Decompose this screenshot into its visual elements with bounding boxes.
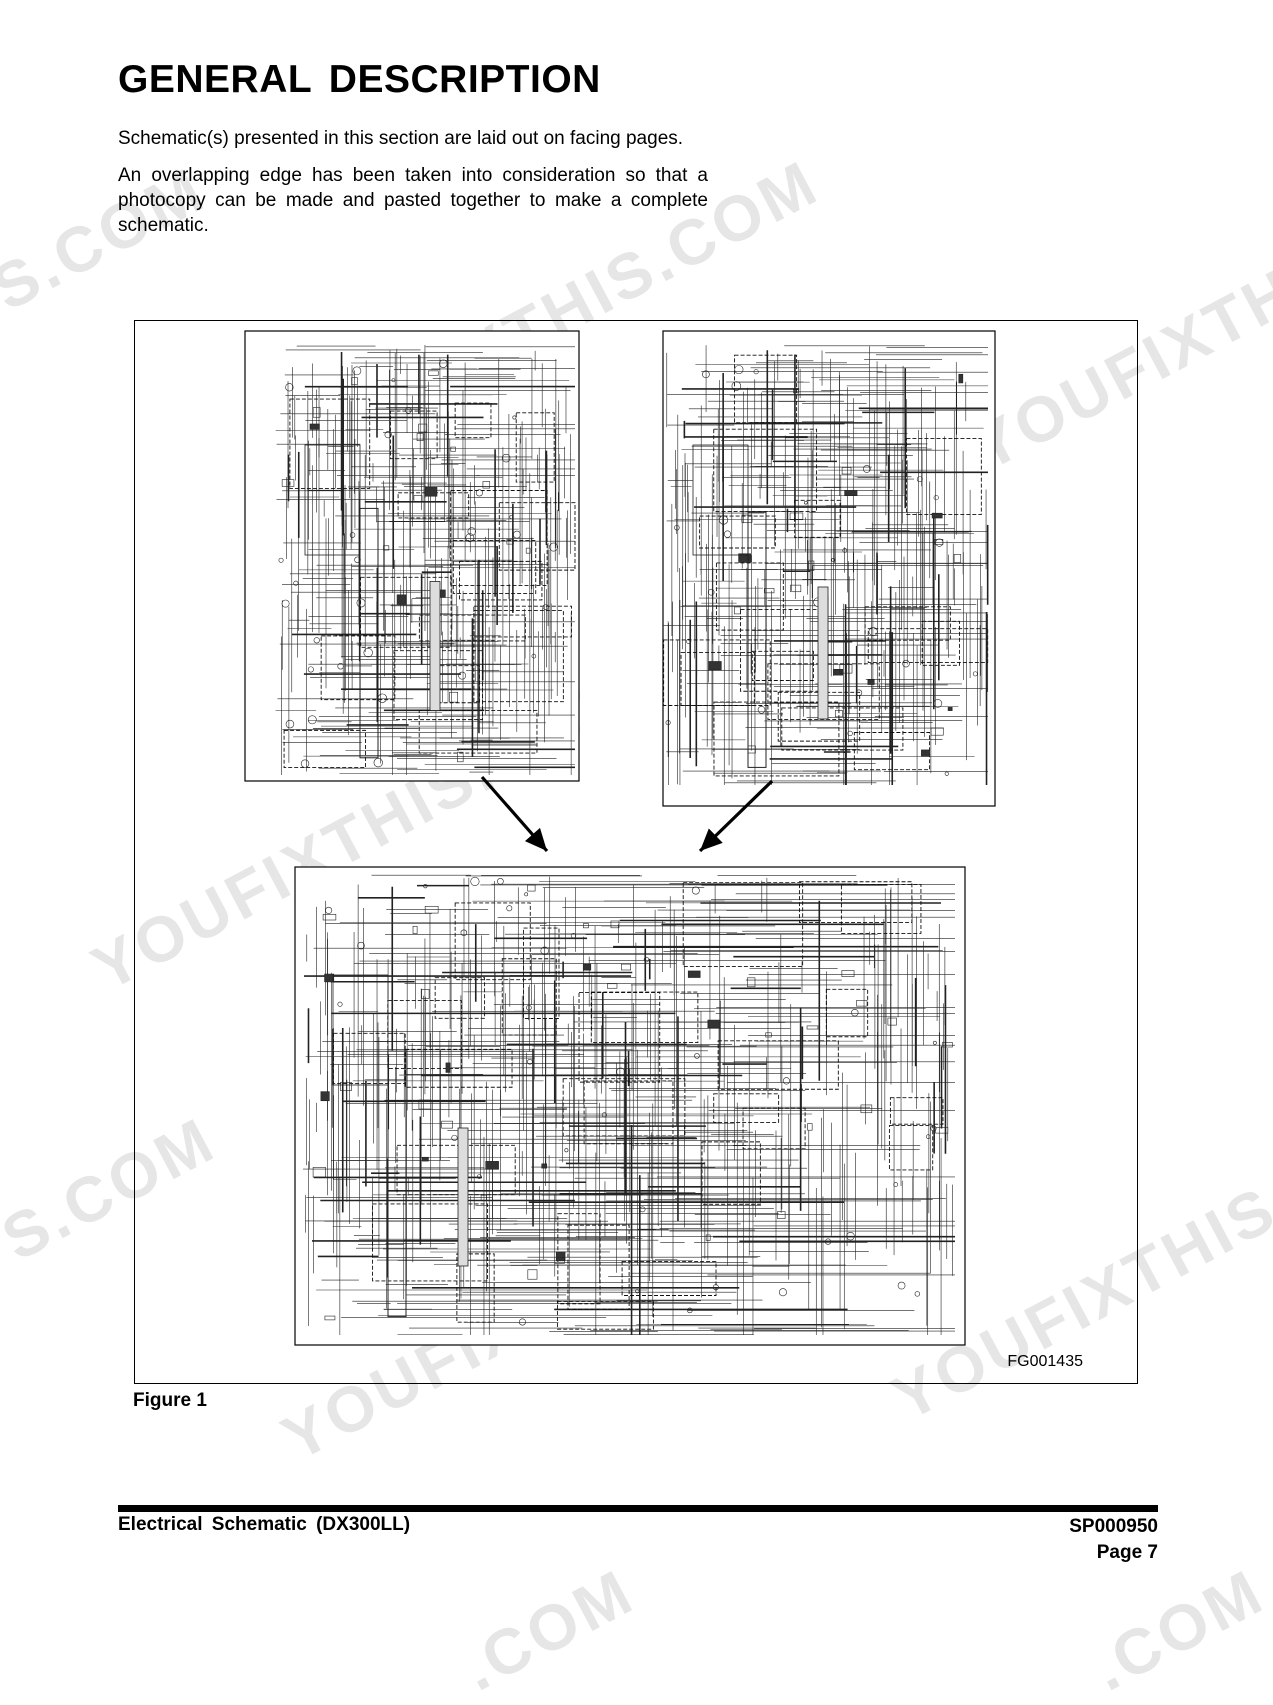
arrow	[480, 775, 549, 853]
schematic-right-half	[662, 330, 996, 807]
footer-rule	[118, 1505, 1158, 1512]
page-number: Page 7	[1096, 1542, 1158, 1563]
watermark-text: .COM	[1080, 1554, 1273, 1705]
watermark-text: .COM	[450, 1554, 646, 1705]
schematic-left-half	[244, 330, 580, 782]
footer-title: Electrical Schematic (DX300LL)	[118, 1514, 411, 1535]
figure-id: FG001435	[1007, 1353, 1083, 1370]
figure-frame: FG001435	[134, 320, 1138, 1384]
schematic-illustration	[244, 330, 996, 1346]
page-gap	[580, 331, 662, 781]
doc-number: SP000950	[1069, 1516, 1158, 1537]
page-heading: GENERAL DESCRIPTION	[118, 58, 601, 101]
arrow	[698, 779, 774, 853]
footer-info: SP000950 Page 7	[1069, 1514, 1158, 1566]
intro-text: Schematic(s) presented in this section a…	[118, 126, 708, 250]
figure-caption: Figure 1	[133, 1390, 207, 1411]
intro-paragraph: Schematic(s) presented in this section a…	[118, 128, 684, 149]
intro-paragraph: An overlapping edge has been taken into …	[118, 165, 708, 236]
schematic-combined	[294, 866, 966, 1346]
